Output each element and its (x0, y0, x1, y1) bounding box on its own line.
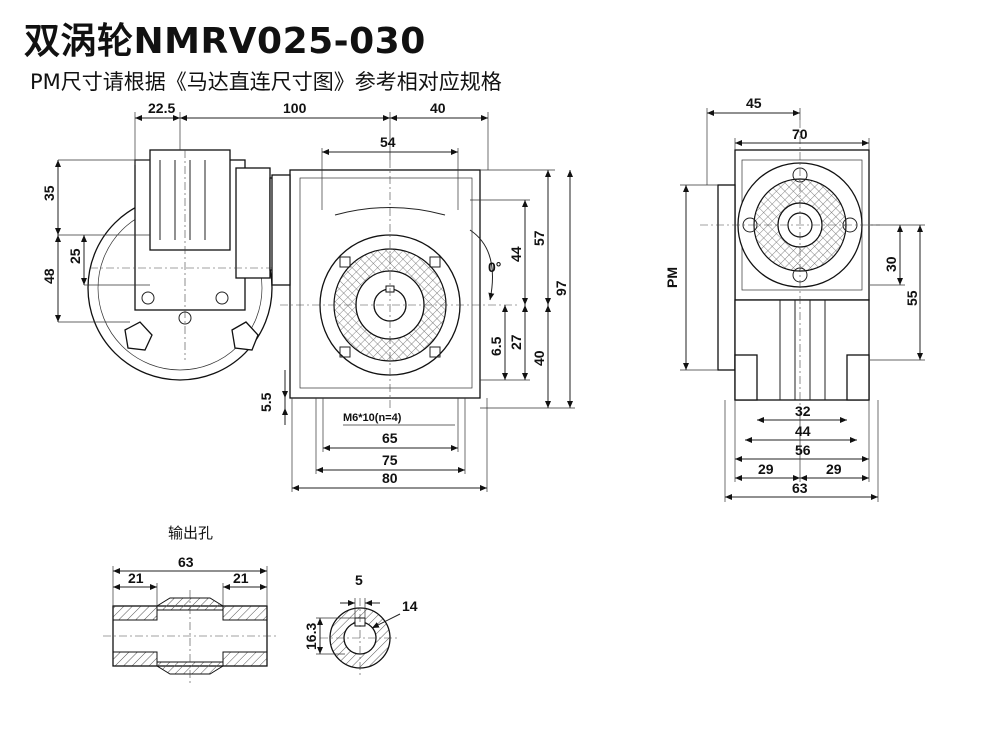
dim-side-right-2: 55 (904, 290, 920, 306)
dim-front-bottom-4: 80 (382, 470, 398, 486)
dim-end-left-2: 25 (67, 248, 83, 264)
dim-hole-left: 21 (128, 570, 144, 586)
dim-key-width: 5 (355, 572, 363, 588)
end-view-dimensions (55, 112, 181, 323)
angle-label: 0° (488, 259, 501, 275)
dim-side-top-2: 70 (792, 126, 808, 142)
pm-label: PM (664, 267, 680, 288)
dim-front-bottom-3: 75 (382, 452, 398, 468)
dim-side-right-1: 30 (883, 256, 899, 272)
dim-front-top-1: 22.5 (148, 100, 175, 116)
dim-front-right-6: 40 (531, 350, 547, 366)
dim-end-left-1: 35 (41, 185, 57, 201)
page-subtitle: PM尺寸请根据《马达直连尺寸图》参考相对应规格 (30, 70, 502, 94)
dim-front-top-2: 100 (283, 100, 307, 116)
dim-side-top-1: 45 (746, 95, 762, 111)
dim-hole-length: 63 (178, 554, 194, 570)
dim-front-top-4: 54 (380, 134, 396, 150)
front-view-dimensions (180, 112, 575, 492)
front-view-drawing (271, 160, 520, 410)
dim-front-top-3: 40 (430, 100, 446, 116)
side-view-drawing (700, 120, 880, 410)
side-view-dimensions (680, 108, 925, 502)
end-view-drawing (87, 149, 290, 381)
dim-front-bottom-2: 65 (382, 430, 398, 446)
dim-side-bottom-4: 29 (758, 461, 774, 477)
dim-side-bottom-3: 56 (795, 442, 811, 458)
dim-side-bottom-6: 63 (792, 480, 808, 496)
page-title: 双涡轮NMRV025-030 (24, 21, 426, 62)
output-hole-section (103, 590, 277, 685)
dim-front-right-1: 44 (508, 246, 524, 262)
output-hole-label: 输出孔 (168, 524, 214, 542)
output-bore-section (316, 598, 401, 678)
dim-end-left-3: 48 (41, 268, 57, 284)
dim-hole-right: 21 (233, 570, 249, 586)
dim-front-right-4: 6.5 (488, 336, 504, 356)
thread-note: M6*10(n=4) (343, 412, 402, 424)
dim-front-bottom-1: 5.5 (258, 392, 274, 412)
dim-front-right-3: 97 (553, 280, 569, 296)
dim-bore-dia: 14 (402, 598, 418, 614)
dim-front-right-2: 57 (531, 230, 547, 246)
dim-side-bottom-2: 44 (795, 423, 811, 439)
dim-key-depth: 16.3 (303, 623, 319, 650)
dim-side-bottom-5: 29 (826, 461, 842, 477)
dim-side-bottom-1: 32 (795, 403, 811, 419)
dim-front-right-5: 27 (508, 334, 524, 350)
output-hole-dimensions (112, 566, 268, 606)
